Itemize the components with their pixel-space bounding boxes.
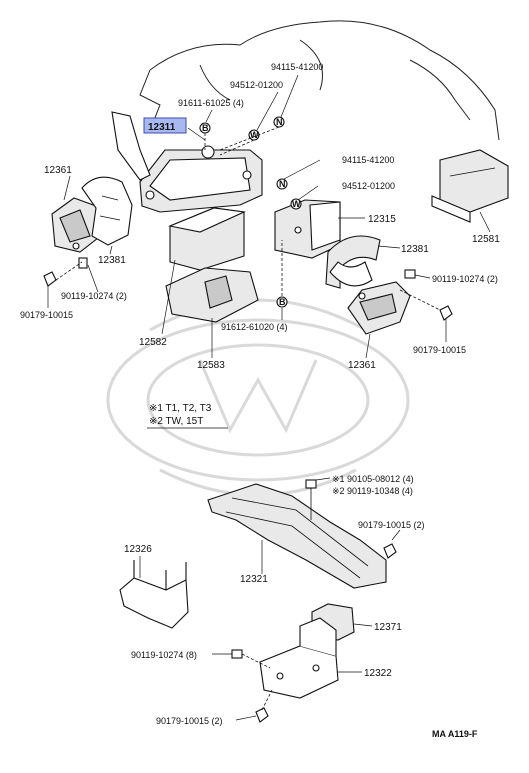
label-12321: 12321 [240,574,268,585]
label-94512-01200-top: 94512-01200 [230,80,283,90]
label-90105-08012: ※1 90105-08012 (4) [332,474,414,484]
label-94115-41200-right: 94115-41200 [342,155,394,165]
bracket-12311[interactable] [111,111,263,213]
label-91611-61025: 91611-61025 (4) [178,98,244,108]
engine-outline [139,20,500,141]
circle-letter-b2: B [279,297,286,307]
figure-code: MA A119-F [432,729,478,739]
circle-letter-n2: N [279,179,286,189]
label-12381-right: 12381 [401,244,429,255]
fastener-markers [199,116,302,308]
label-90179-10015-2b: 90179-10015 (2) [156,716,223,726]
circle-letter-w1: W [250,130,259,140]
circle-letter-b1: B [202,123,209,133]
bracket-12315[interactable] [274,199,341,259]
shield-12581[interactable] [431,149,509,223]
label-90179-10015-2: 90179-10015 (2) [358,520,425,530]
circle-letter-w2: W [292,199,301,209]
label-91612-61020: 91612-61020 (4) [221,322,288,332]
note-1: ※1 T1, T2, T3 [149,403,212,414]
leader-lines [47,74,491,721]
block-12583[interactable] [165,267,259,323]
label-12361-right: 12361 [348,360,376,371]
label-12315: 12315 [368,214,396,225]
label-90119-10348: ※2 90119-10348 (4) [332,486,413,496]
label-12326: 12326 [124,544,152,555]
bracket-12322[interactable] [259,617,339,699]
plate-12582[interactable] [168,207,246,271]
bolts-upper [43,257,453,321]
label-12583: 12583 [197,360,225,371]
label-12581: 12581 [472,234,500,245]
label-90179-10015-left: 90179-10015 [20,310,73,320]
label-90119-10274-right: 90119-10274 (2) [432,274,498,284]
insulator-12361-right[interactable] [347,281,411,335]
label-94115-41200-top: 94115-41200 [271,62,323,72]
label-12371: 12371 [374,622,402,633]
label-94512-01200-right: 94512-01200 [342,181,395,191]
label-90179-10015-right: 90179-10015 [413,345,466,355]
label-12322: 12322 [364,668,392,679]
insulator-12361-left[interactable] [51,197,99,253]
circle-letter-n1: N [276,117,283,127]
strap-12381-left[interactable] [81,176,133,246]
note-2: ※2 TW, 15T [149,416,203,427]
crossmember-12321[interactable] [207,483,387,589]
bracket-12326[interactable] [119,560,189,629]
label-90119-10274-8: 90119-10274 (8) [131,650,197,660]
label-12381-left: 12381 [98,255,126,266]
label-12361-left: 12361 [44,165,72,176]
strap-12381-right[interactable] [325,235,381,289]
part-12311-label[interactable]: 12311 [148,122,176,133]
label-12582: 12582 [139,337,167,348]
label-90119-10274-left: 90119-10274 (2) [61,291,127,301]
bolts-lower [231,479,397,723]
highlight-box[interactable] [143,117,187,134]
